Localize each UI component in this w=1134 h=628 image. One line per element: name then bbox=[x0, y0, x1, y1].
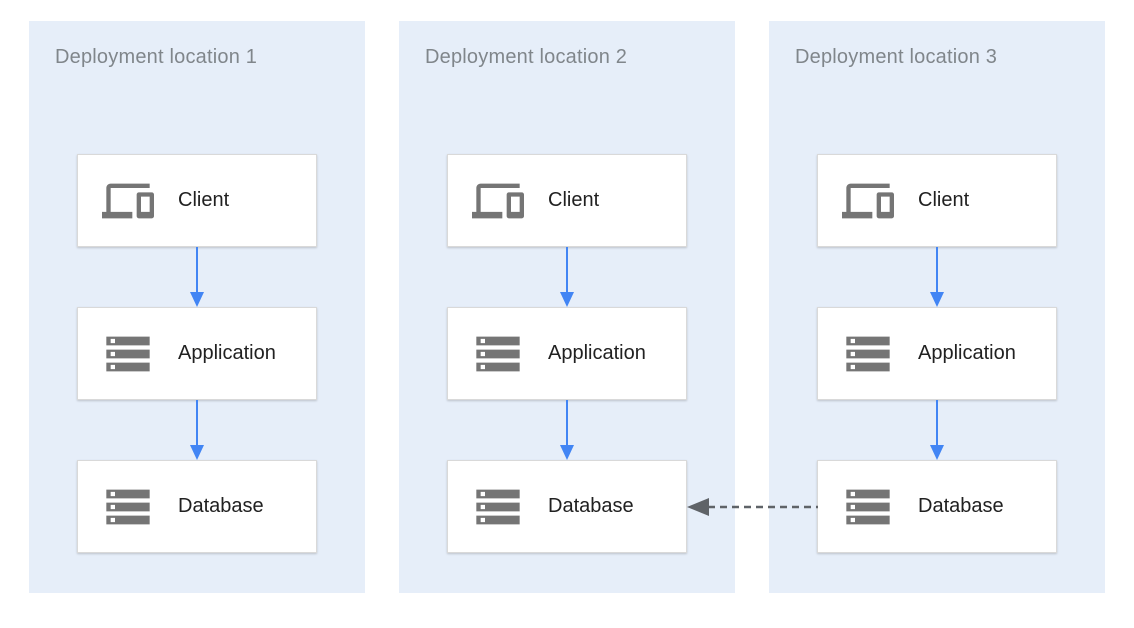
node-label: Application bbox=[918, 342, 1016, 364]
node-label: Database bbox=[548, 495, 634, 517]
node-label: Client bbox=[548, 189, 600, 211]
panel-title: Deployment location 2 bbox=[425, 46, 628, 68]
node-stack: Client Application bbox=[77, 154, 317, 553]
devices-icon bbox=[470, 175, 526, 227]
storage-icon bbox=[100, 328, 156, 380]
panel-title: Deployment location 1 bbox=[55, 46, 258, 68]
down-arrow bbox=[560, 247, 574, 307]
devices-icon bbox=[100, 175, 156, 227]
down-arrow bbox=[930, 247, 944, 307]
down-arrow bbox=[190, 400, 204, 460]
node-database: Database bbox=[817, 460, 1057, 553]
storage-icon bbox=[470, 481, 526, 533]
down-arrow bbox=[560, 400, 574, 460]
node-stack: Client Application bbox=[447, 154, 687, 553]
storage-icon bbox=[470, 328, 526, 380]
node-label: Application bbox=[548, 342, 646, 364]
node-label: Database bbox=[178, 495, 264, 517]
deployment-location-3-panel: Deployment location 3 Client Applica bbox=[769, 21, 1105, 593]
storage-icon bbox=[100, 481, 156, 533]
storage-icon bbox=[840, 481, 896, 533]
storage-icon bbox=[840, 328, 896, 380]
down-arrow bbox=[190, 247, 204, 307]
deployment-location-2-panel: Deployment location 2 Client Applica bbox=[399, 21, 735, 593]
node-stack: Client Application bbox=[817, 154, 1057, 553]
panels-row: Deployment location 1 Client Applica bbox=[29, 21, 1105, 593]
deployment-location-1-panel: Deployment location 1 Client Applica bbox=[29, 21, 365, 593]
node-client: Client bbox=[817, 154, 1057, 247]
node-label: Application bbox=[178, 342, 276, 364]
node-application: Application bbox=[817, 307, 1057, 400]
node-label: Client bbox=[178, 189, 230, 211]
node-label: Database bbox=[918, 495, 1004, 517]
node-client: Client bbox=[77, 154, 317, 247]
down-arrow bbox=[930, 400, 944, 460]
node-database: Database bbox=[77, 460, 317, 553]
panel-title: Deployment location 3 bbox=[795, 46, 998, 68]
node-client: Client bbox=[447, 154, 687, 247]
node-label: Client bbox=[918, 189, 970, 211]
node-database: Database bbox=[447, 460, 687, 553]
node-application: Application bbox=[447, 307, 687, 400]
node-application: Application bbox=[77, 307, 317, 400]
devices-icon bbox=[840, 175, 896, 227]
